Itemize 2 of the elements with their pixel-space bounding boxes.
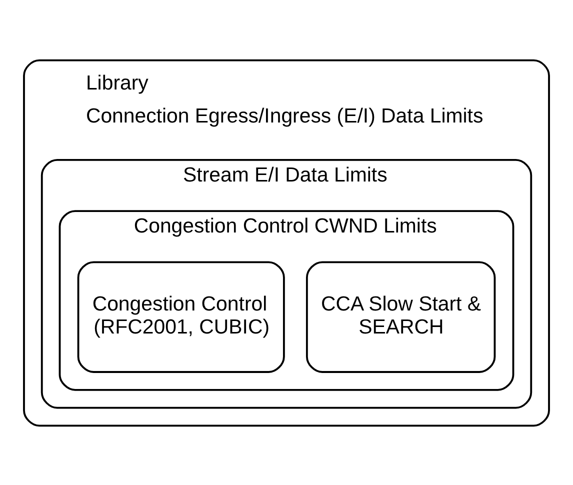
- node-box: Congestion Control (RFC2001, CUBIC): [77, 260, 285, 372]
- node-box: CCA Slow Start & SEARCH: [306, 260, 496, 372]
